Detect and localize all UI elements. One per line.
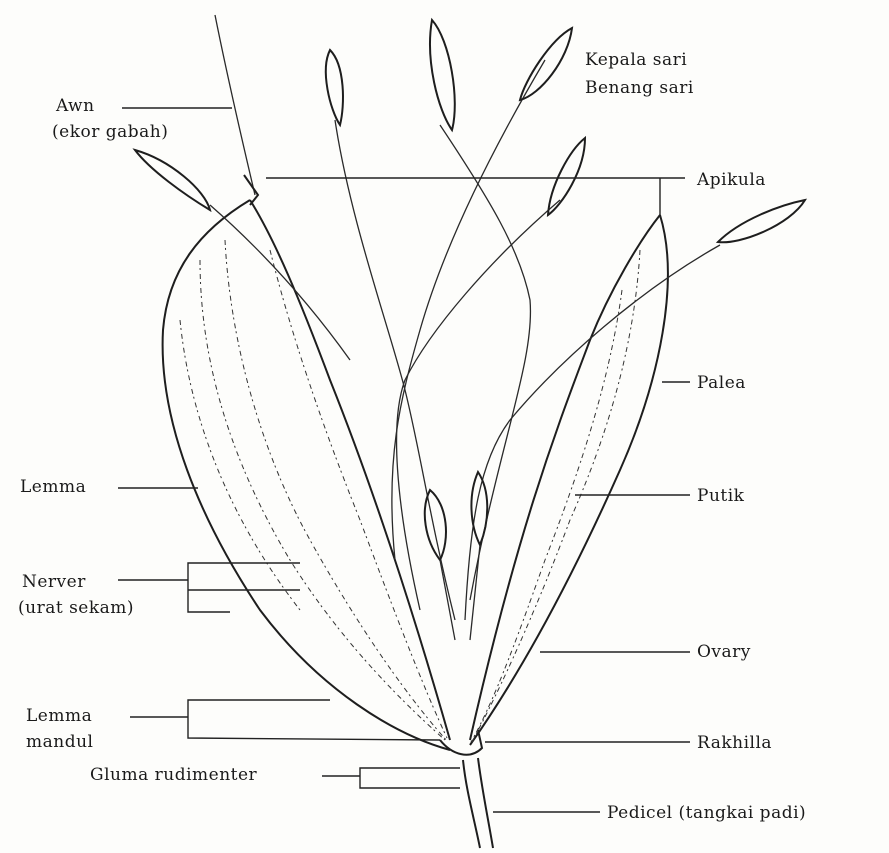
awn-line bbox=[215, 15, 255, 195]
rakhilla bbox=[440, 730, 482, 755]
palea-shape bbox=[470, 215, 668, 745]
label-pedicel: Pedicel (tangkai padi) bbox=[607, 803, 806, 823]
label-palea: Palea bbox=[697, 373, 746, 393]
label-nerver-sub: (urat sekam) bbox=[18, 598, 134, 618]
pedicel-stalk bbox=[463, 758, 493, 848]
label-lemma-mandul-2: mandul bbox=[26, 732, 93, 752]
lemma-shape bbox=[163, 200, 450, 750]
label-gluma-rudimenter: Gluma rudimenter bbox=[90, 765, 257, 785]
label-awn: Awn bbox=[56, 96, 95, 116]
leader-lines bbox=[118, 108, 690, 812]
label-nerver: Nerver bbox=[22, 572, 86, 592]
filaments bbox=[210, 60, 720, 620]
label-apikula: Apikula bbox=[697, 170, 766, 190]
label-putik: Putik bbox=[697, 486, 744, 506]
label-lemma: Lemma bbox=[20, 477, 86, 497]
label-lemma-mandul-1: Lemma bbox=[26, 706, 92, 726]
label-benang-sari: Benang sari bbox=[585, 78, 694, 98]
label-rakhilla: Rakhilla bbox=[697, 733, 772, 753]
label-ovary: Ovary bbox=[697, 642, 751, 662]
label-awn-sub: (ekor gabah) bbox=[52, 122, 168, 142]
label-kepala-sari: Kepala sari bbox=[585, 50, 687, 70]
